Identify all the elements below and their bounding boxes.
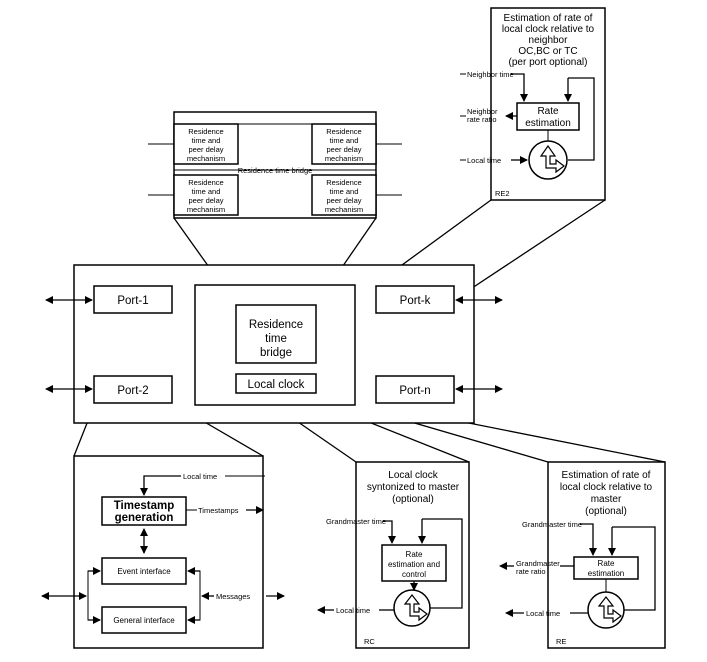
mechanism-box-bottom-left: Residence time and peer delay mechanism bbox=[173, 174, 239, 216]
re-rate-1: Rate bbox=[598, 559, 615, 568]
rc-clock-icon bbox=[393, 589, 431, 627]
re2-title-5: (per port optional) bbox=[509, 57, 588, 68]
residence-time-bridge-box[interactable]: Residence time bridge bbox=[235, 304, 317, 364]
rc-rate-estimation-box: Rate estimation and control bbox=[381, 544, 447, 582]
port-n-label: Port-n bbox=[399, 385, 430, 397]
mech-bl-1: Residence bbox=[188, 178, 223, 187]
event-interface-box: Event interface bbox=[101, 557, 187, 585]
mech-tr-4: mechanism bbox=[325, 154, 363, 163]
re2-neighbor-time: Neighbor time bbox=[467, 70, 514, 79]
re-title-3: master bbox=[591, 494, 622, 505]
mech-tl-2: time and bbox=[192, 136, 221, 145]
mech-bl-2: time and bbox=[192, 187, 221, 196]
re2-tag: RE2 bbox=[495, 189, 510, 198]
rc-local-time: Local time bbox=[336, 606, 370, 615]
port-detail-local-time: Local time bbox=[183, 472, 217, 481]
mech-br-4: mechanism bbox=[325, 205, 363, 214]
re-gm-time: Grandmaster time bbox=[522, 520, 582, 529]
re-gm-rate-2: rate ratio bbox=[516, 567, 546, 576]
re2-neighbor-rate-2: rate ratio bbox=[467, 115, 497, 124]
re2-title-4: OC,BC or TC bbox=[518, 46, 577, 57]
ts-label-1: Timestamp bbox=[114, 500, 175, 512]
mech-tr-2: time and bbox=[330, 136, 359, 145]
re-panel: Estimation of rate of local clock relati… bbox=[499, 461, 666, 649]
re2-rate-2: estimation bbox=[525, 118, 571, 129]
mech-tr-3: peer delay bbox=[326, 145, 361, 154]
re2-rate-1: Rate bbox=[537, 106, 559, 117]
re-title-2: local clock relative to bbox=[560, 482, 653, 493]
rtb-detail-bridge-label: Residence time bridge bbox=[238, 166, 313, 175]
event-if-label: Event interface bbox=[117, 567, 171, 576]
re-rate-2: estimation bbox=[588, 569, 624, 578]
general-if-label: General interface bbox=[113, 616, 175, 625]
re2-title-3: neighbor bbox=[529, 35, 569, 46]
ts-label-2: generation bbox=[115, 512, 174, 524]
re-gm-rate-1: Grandmaster bbox=[516, 559, 560, 568]
mechanism-box-top-left: Residence time and peer delay mechanism bbox=[173, 123, 239, 165]
timestamp-generation-box: Timestamp generation bbox=[101, 496, 187, 526]
rc-gm-time: Grandmaster time bbox=[326, 517, 386, 526]
rtb-label-2: time bbox=[265, 333, 287, 345]
re-clock-icon bbox=[587, 591, 625, 629]
rc-tag: RC bbox=[364, 637, 375, 646]
re-rate-estimation-box: Rate estimation bbox=[573, 556, 639, 580]
mech-tr-1: Residence bbox=[326, 127, 361, 136]
general-interface-box: General interface bbox=[101, 606, 187, 634]
re2-neighbor-rate-1: Neighbor bbox=[467, 107, 498, 116]
mechanism-box-bottom-right: Residence time and peer delay mechanism bbox=[311, 174, 377, 216]
mech-tl-4: mechanism bbox=[187, 154, 225, 163]
rtb-label-1: Residence bbox=[249, 319, 303, 331]
rc-title-2: syntonized to master bbox=[367, 482, 460, 493]
port-1-label: Port-1 bbox=[117, 295, 148, 307]
re-local-time: Local time bbox=[526, 609, 560, 618]
re2-panel: Estimation of rate of local clock relati… bbox=[460, 7, 606, 201]
mech-bl-3: peer delay bbox=[188, 196, 223, 205]
mech-br-1: Residence bbox=[326, 178, 361, 187]
re2-title-1: Estimation of rate of bbox=[504, 13, 593, 24]
rc-rate-3: control bbox=[402, 570, 426, 579]
mechanism-box-top-right: Residence time and peer delay mechanism bbox=[311, 123, 377, 165]
rtb-label-3: bridge bbox=[260, 347, 292, 359]
re2-title-2: local clock relative to bbox=[502, 24, 595, 35]
mech-tl-1: Residence bbox=[188, 127, 223, 136]
rc-rate-1: Rate bbox=[406, 550, 423, 559]
port-n-box[interactable]: Port-n bbox=[375, 375, 455, 404]
rc-title-1: Local clock bbox=[388, 470, 438, 481]
re-tag: RE bbox=[556, 637, 566, 646]
port-2-box[interactable]: Port-2 bbox=[93, 375, 173, 404]
local-clock-box[interactable]: Local clock bbox=[235, 373, 317, 394]
port-k-label: Port-k bbox=[400, 295, 431, 307]
external-arrows bbox=[45, 296, 503, 393]
mech-br-3: peer delay bbox=[326, 196, 361, 205]
port-k-box[interactable]: Port-k bbox=[375, 285, 455, 314]
rc-rate-2: estimation and bbox=[388, 560, 440, 569]
port-detail-panel: Local time Timestamp generation Timestam… bbox=[41, 455, 285, 649]
local-clock-label: Local clock bbox=[248, 379, 305, 391]
re2-local-time: Local time bbox=[467, 156, 501, 165]
rtb-detail-panel: Residence time and peer delay mechanism … bbox=[148, 111, 402, 219]
port-2-label: Port-2 bbox=[117, 385, 148, 397]
port-1-box[interactable]: Port-1 bbox=[93, 285, 173, 314]
mech-bl-4: mechanism bbox=[187, 205, 225, 214]
re-title-4: (optional) bbox=[585, 506, 627, 517]
mech-tl-3: peer delay bbox=[188, 145, 223, 154]
re2-rate-estimation-box: Rate estimation bbox=[516, 102, 580, 131]
re-title-1: Estimation of rate of bbox=[562, 470, 651, 481]
rc-title-3: (optional) bbox=[392, 494, 434, 505]
timestamps-label: Timestamps bbox=[198, 506, 239, 515]
mech-br-2: time and bbox=[330, 187, 359, 196]
rc-panel: Local clock syntonized to master (option… bbox=[317, 461, 470, 649]
re2-clock-icon bbox=[528, 140, 568, 180]
messages-label: Messages bbox=[216, 592, 250, 601]
